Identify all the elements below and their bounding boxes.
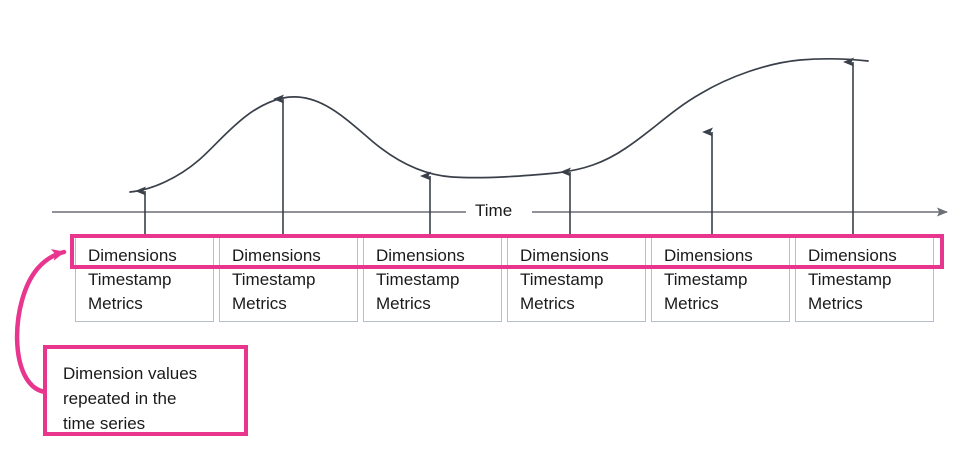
record-field-timestamp: Timestamp <box>664 270 748 289</box>
record-field-metrics: Metrics <box>232 294 287 313</box>
record-box[interactable]: Dimensions Timestamp Metrics <box>219 237 358 322</box>
record-box[interactable]: Dimensions Timestamp Metrics <box>363 237 502 322</box>
record-field-dimensions: Dimensions <box>664 246 753 265</box>
metric-curve <box>129 58 869 193</box>
callout-line: repeated in the <box>63 389 177 408</box>
callout-box: Dimension values repeated in the time se… <box>43 345 248 436</box>
record-field-timestamp: Timestamp <box>808 270 892 289</box>
callout-line: Dimension values <box>63 364 198 383</box>
record-field-timestamp: Timestamp <box>232 270 316 289</box>
record-field-metrics: Metrics <box>88 294 143 313</box>
record-field-dimensions: Dimensions <box>520 246 609 265</box>
record-field-dimensions: Dimensions <box>376 246 465 265</box>
record-box[interactable]: Dimensions Timestamp Metrics <box>795 237 934 322</box>
record-field-timestamp: Timestamp <box>376 270 460 289</box>
record-field-timestamp: Timestamp <box>520 270 604 289</box>
record-box[interactable]: Dimensions Timestamp Metrics <box>75 237 214 322</box>
callout-connector-arrow <box>14 249 67 395</box>
record-field-dimensions: Dimensions <box>88 246 177 265</box>
record-field-dimensions: Dimensions <box>808 246 897 265</box>
record-box[interactable]: Dimensions Timestamp Metrics <box>507 237 646 322</box>
record-field-metrics: Metrics <box>664 294 719 313</box>
time-axis-label: Time <box>466 201 522 221</box>
record-field-metrics: Metrics <box>808 294 863 313</box>
record-field-metrics: Metrics <box>520 294 575 313</box>
callout-line: time series <box>63 414 146 433</box>
record-box[interactable]: Dimensions Timestamp Metrics <box>651 237 790 322</box>
record-field-metrics: Metrics <box>376 294 431 313</box>
record-field-dimensions: Dimensions <box>232 246 321 265</box>
record-field-timestamp: Timestamp <box>88 270 172 289</box>
